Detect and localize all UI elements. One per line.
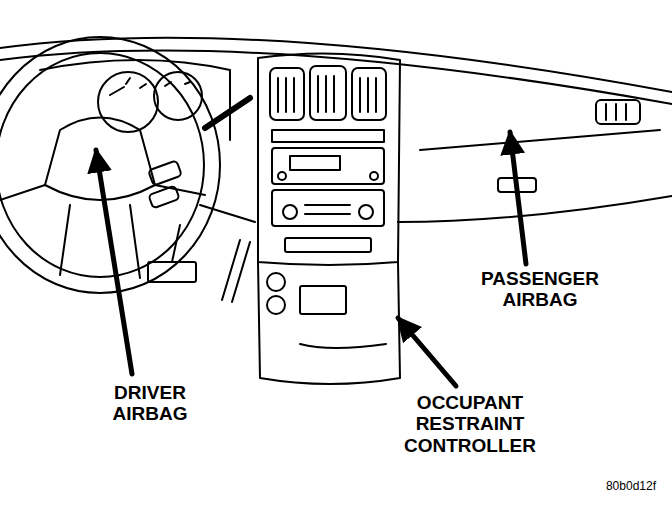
part-label: PASSENGER AIRBAG [481,268,599,311]
part-label: OCCUPANT RESTRAINT CONTROLLER [404,392,536,456]
figure-code: 80b0d12f [606,480,656,493]
part-label: DRIVER AIRBAG [113,382,188,425]
